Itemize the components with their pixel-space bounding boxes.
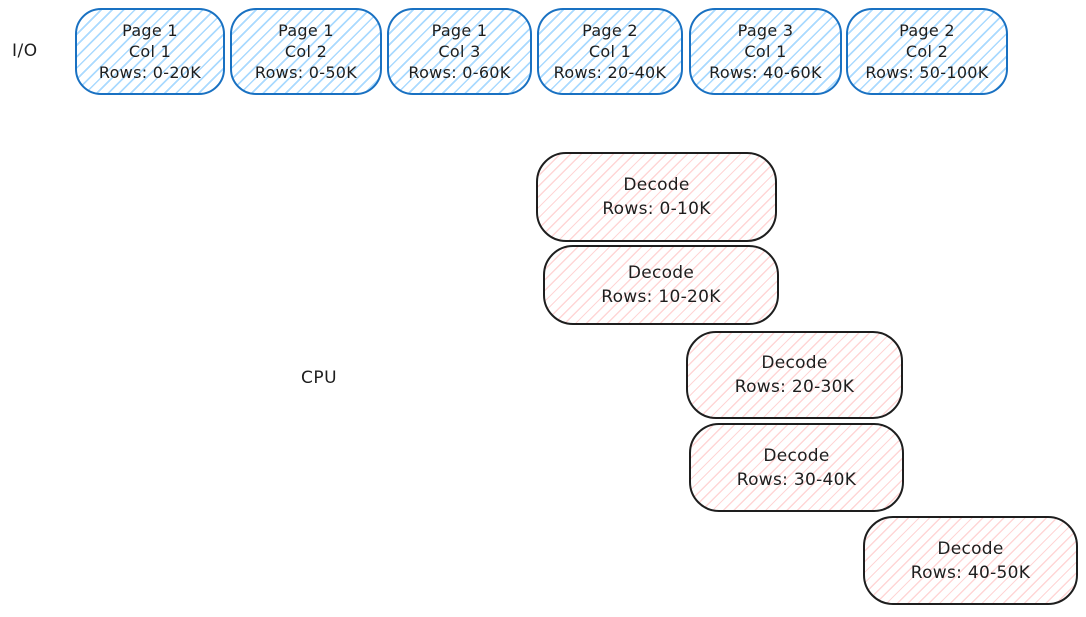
cpu-row-label: CPU [301, 368, 338, 388]
io-box-page-label: Page 1 [122, 21, 178, 40]
io-box-rows-label: Rows: 0-20K [98, 63, 202, 82]
decode-box-rows-label: Rows: 10-20K [601, 287, 721, 307]
io-box-page1-col3: Page 1 Col 3 Rows: 0-60K [387, 8, 532, 95]
io-box-page-label: Page 2 [582, 21, 638, 40]
io-box-col-label: Col 2 [284, 42, 328, 61]
io-box-page-label: Page 1 [278, 21, 334, 40]
io-box-col-label: Col 2 [905, 42, 949, 61]
decode-box-title: Decode [623, 175, 690, 195]
decode-box-rows-label: Rows: 30-40K [736, 469, 857, 490]
io-box-rows-label: Rows: 0-50K [254, 63, 358, 82]
decode-box-40-50k: Decode Rows: 40-50K [863, 516, 1078, 605]
io-box-rows-label: Rows: 0-60K [408, 63, 511, 82]
io-box-rows-label: Rows: 20-40K [553, 63, 667, 82]
decode-box-title: Decode [761, 353, 828, 373]
io-box-col-label: Col 3 [438, 42, 481, 61]
io-box-page2-col2: Page 2 Col 2 Rows: 50-100K [846, 8, 1008, 95]
decode-box-rows-label: Rows: 0-10K [602, 199, 711, 219]
io-box-page1-col2: Page 1 Col 2 Rows: 0-50K [230, 8, 382, 95]
decode-box-20-30k: Decode Rows: 20-30K [686, 331, 903, 419]
io-box-page-label: Page 2 [899, 21, 955, 40]
decode-box-title: Decode [627, 263, 695, 283]
decode-box-0-10k: Decode Rows: 0-10K [536, 152, 777, 242]
io-box-rows-label: Rows: 40-60K [709, 63, 822, 82]
decode-box-title: Decode [937, 538, 1004, 559]
io-box-page2-col1: Page 2 Col 1 Rows: 20-40K [537, 8, 683, 95]
decode-box-rows-label: Rows: 40-50K [910, 562, 1031, 583]
io-row-label: I/O [12, 41, 38, 61]
io-box-col-label: Col 1 [128, 42, 172, 61]
io-box-page-label: Page 3 [737, 21, 794, 40]
io-box-col-label: Col 1 [588, 42, 632, 61]
decode-box-title: Decode [763, 445, 830, 466]
io-box-col-label: Col 1 [744, 42, 787, 61]
io-box-page-label: Page 1 [431, 21, 488, 40]
decode-box-30-40k: Decode Rows: 30-40K [689, 423, 904, 512]
io-box-page1-col1: Page 1 Col 1 Rows: 0-20K [75, 8, 225, 95]
decode-box-rows-label: Rows: 20-30K [734, 377, 855, 397]
decode-box-10-20k: Decode Rows: 10-20K [543, 245, 779, 325]
io-box-rows-label: Rows: 50-100K [865, 63, 989, 82]
io-box-page3-col1: Page 3 Col 1 Rows: 40-60K [689, 8, 842, 95]
